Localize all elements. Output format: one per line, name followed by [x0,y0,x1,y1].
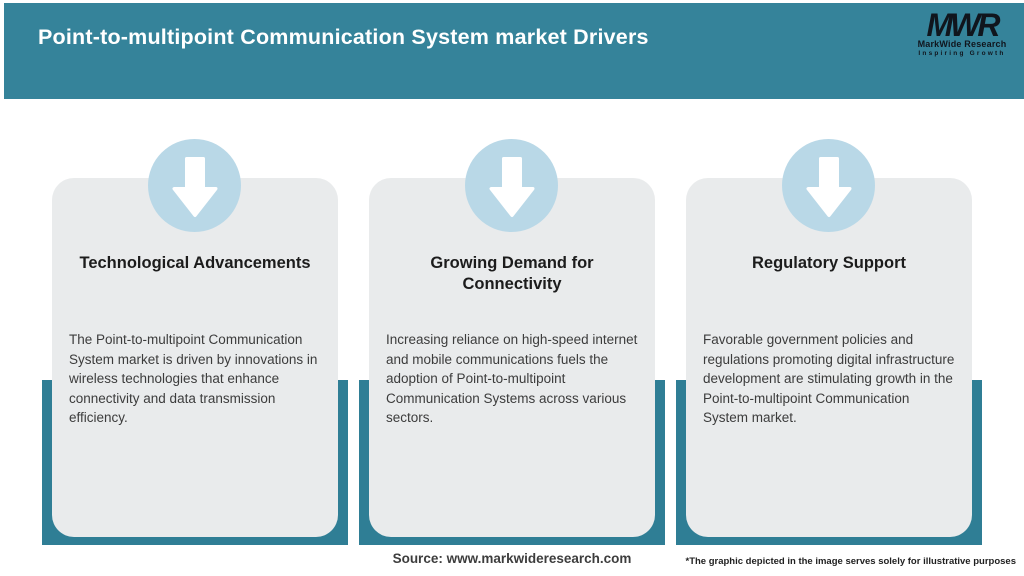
driver-card-regulatory-support: Regulatory Support Favorable government … [686,178,972,537]
down-arrow-badge [465,139,558,232]
disclaimer-text: *The graphic depicted in the image serve… [685,556,1017,567]
header-banner: Point-to-multipoint Communication System… [4,3,1024,99]
card-title: Regulatory Support [751,254,906,272]
source-text: Source: www.markwideresearch.com [392,551,632,566]
card-body: Increasing reliance on high-speed intern… [386,332,638,425]
driver-card-growing-demand: Growing Demand for Connectivity Increasi… [369,178,655,537]
logo-monogram: MWR [926,7,1001,43]
down-arrow-badge [148,139,241,232]
down-arrow-icon [172,156,217,217]
card-body: The Point-to-multipoint Communication Sy… [69,332,318,425]
down-arrow-badge [782,139,875,232]
card-title: Growing Demand for Connectivity [430,254,594,293]
driver-card-technological-advancements: Technological Advancements The Point-to-… [52,178,338,537]
page-title: Point-to-multipoint Communication System… [38,25,649,49]
down-arrow-icon [806,156,851,217]
logo-tagline: Inspiring Growth [918,50,1006,57]
logo-name: MarkWide Research [917,39,1007,49]
down-arrow-icon [489,156,534,217]
markwide-logo: MWR MarkWide Research Inspiring Growth [910,7,1014,58]
card-title: Technological Advancements [79,254,311,272]
card-body: Favorable government policies and regula… [703,332,955,425]
